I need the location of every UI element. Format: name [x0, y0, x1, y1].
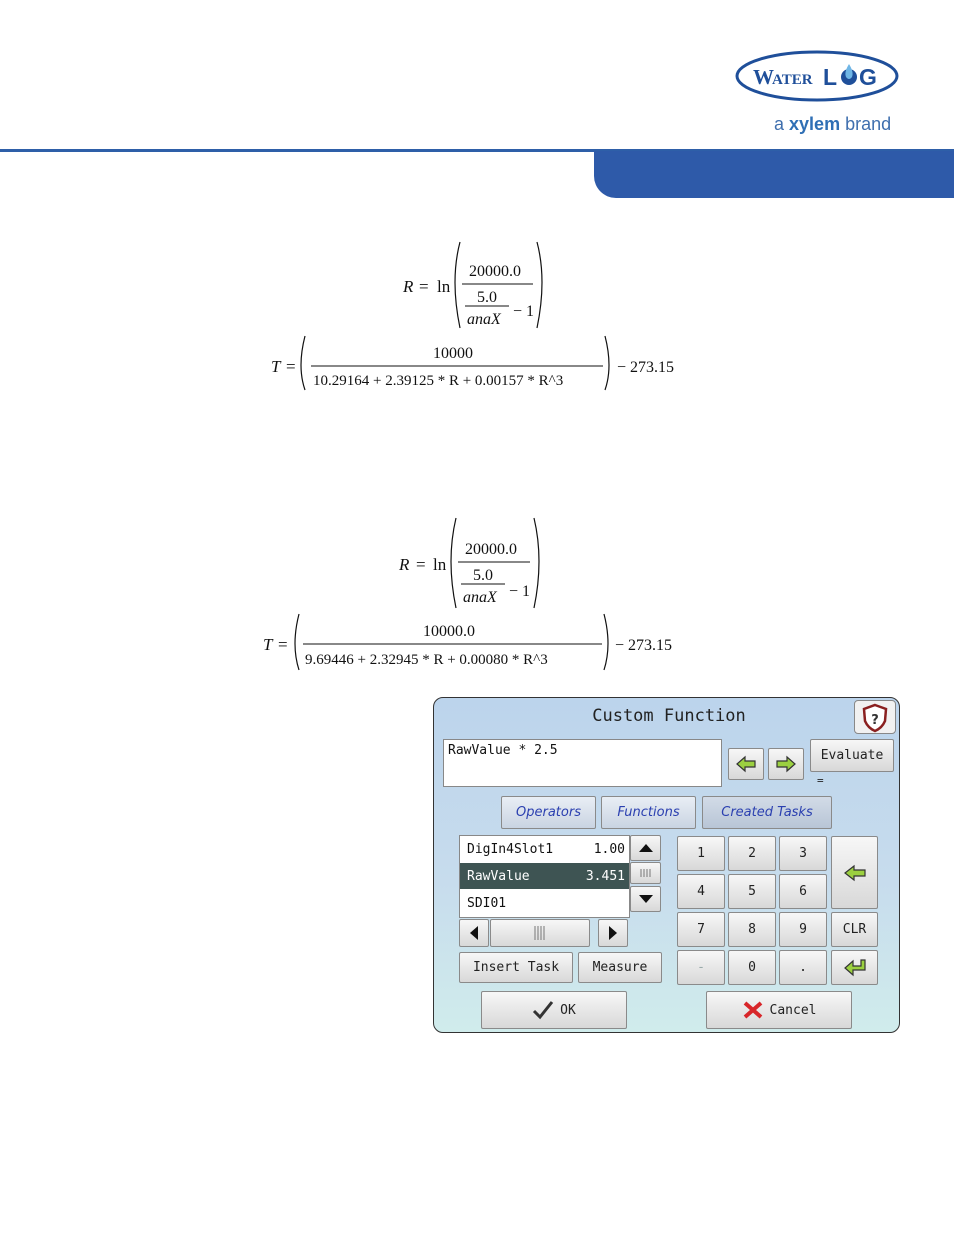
triangle-left-icon	[470, 926, 478, 940]
formula-2: R = ln 20000.0 5.0 anaX − 1 T = 10000.0 …	[263, 517, 672, 671]
list-item[interactable]: SDI01	[460, 890, 629, 916]
header-rule	[0, 149, 954, 152]
backspace-button[interactable]	[831, 836, 878, 909]
enter-button[interactable]	[831, 950, 878, 985]
f1-eq: =	[419, 277, 429, 296]
list-item-value: 3.451	[585, 868, 625, 884]
tab-created-tasks[interactable]: Created Tasks	[702, 796, 832, 829]
custom-function-dialog: Custom Function ? RawValue * 2.5 Evaluat…	[433, 697, 900, 1033]
key-2[interactable]: 2	[728, 836, 776, 871]
grip-icon	[534, 926, 545, 940]
list-item[interactable]: DigIn4Slot1 1.00	[460, 836, 629, 862]
f1-num: 20000.0	[469, 263, 521, 280]
triangle-right-icon	[609, 926, 617, 940]
f1-t-den: 10.29164 + 2.39125 * R + 0.00157 * R^3	[313, 373, 563, 389]
f2-t-num: 10000.0	[423, 623, 475, 640]
header-tab	[594, 151, 954, 198]
help-icon: ?	[862, 703, 888, 733]
f1-r-lhs: R	[402, 277, 414, 296]
key-6[interactable]: 6	[779, 874, 827, 909]
list-item-value: 1.00	[593, 841, 625, 857]
tab-operators[interactable]: Operators	[501, 796, 596, 829]
grip-icon	[640, 869, 650, 877]
svg-text:?: ?	[871, 713, 879, 728]
f2-eq: =	[416, 555, 426, 574]
f2-t-tail: − 273.15	[615, 637, 672, 654]
f2-eq2: =	[278, 635, 288, 654]
f1-eq2: =	[286, 357, 296, 376]
key-8[interactable]: 8	[728, 912, 776, 947]
list-item-name: RawValue	[467, 868, 530, 884]
checkmark-icon	[533, 1001, 554, 1020]
horizontal-scroll-thumb[interactable]	[490, 919, 590, 947]
cursor-right-button[interactable]	[768, 748, 804, 780]
key-1[interactable]: 1	[677, 836, 725, 871]
expression-field[interactable]: RawValue * 2.5	[443, 739, 722, 787]
f2-inner-den: anaX	[463, 589, 498, 606]
tab-functions[interactable]: Functions	[601, 796, 696, 829]
scroll-down-button[interactable]	[630, 886, 661, 912]
f1-t-num: 10000	[433, 345, 473, 362]
list-item-selected[interactable]: RawValue 3.451	[460, 863, 629, 889]
cancel-button[interactable]: Cancel	[706, 991, 852, 1029]
triangle-up-icon	[638, 844, 653, 852]
f2-minus-one: − 1	[509, 583, 530, 600]
key-0[interactable]: 0	[728, 950, 776, 985]
svg-text:G: G	[859, 64, 877, 90]
evaluate-button[interactable]: Evaluate	[810, 739, 894, 772]
backspace-icon	[843, 864, 866, 881]
f2-num: 20000.0	[465, 541, 517, 558]
f2-r-lhs: R	[398, 555, 410, 574]
key-7[interactable]: 7	[677, 912, 725, 947]
f2-inner-num: 5.0	[473, 567, 493, 584]
cancel-label: Cancel	[769, 1002, 817, 1018]
f2-ln: ln	[433, 555, 447, 574]
f2-t-lhs: T	[263, 635, 274, 654]
f1-minus-one: − 1	[513, 303, 534, 320]
key-decimal[interactable]: .	[779, 950, 827, 985]
enter-icon	[843, 958, 866, 976]
f1-inner-den: anaX	[467, 311, 502, 328]
scroll-up-button[interactable]	[630, 835, 661, 861]
key-5[interactable]: 5	[728, 874, 776, 909]
key-3[interactable]: 3	[779, 836, 827, 871]
triangle-down-icon	[638, 895, 653, 903]
clear-button[interactable]: CLR	[831, 912, 878, 947]
formula-1: R = ln 20000.0 5.0 anaX − 1 T = 10000 10…	[271, 241, 674, 391]
svg-text:L: L	[823, 64, 837, 90]
help-button[interactable]: ?	[854, 700, 896, 734]
f1-ln: ln	[437, 277, 451, 296]
evaluate-result: =	[817, 774, 824, 787]
brand-tagline: a xylem brand	[774, 114, 892, 134]
waterlog-logo: W ATER L G	[735, 50, 899, 102]
svg-text:W: W	[753, 65, 774, 89]
key-4[interactable]: 4	[677, 874, 725, 909]
close-icon	[743, 1001, 762, 1019]
key-9[interactable]: 9	[779, 912, 827, 947]
insert-task-button[interactable]: Insert Task	[459, 952, 573, 983]
arrow-right-icon	[776, 755, 796, 773]
key-minus[interactable]: -	[677, 950, 725, 985]
f1-t-tail: − 273.15	[617, 359, 674, 376]
cursor-left-button[interactable]	[728, 748, 764, 780]
ok-label: OK	[560, 1002, 576, 1018]
list-item-name: SDI01	[467, 895, 507, 911]
dialog-title: Custom Function	[592, 706, 746, 726]
measure-button[interactable]: Measure	[578, 952, 662, 983]
ok-button[interactable]: OK	[481, 991, 627, 1029]
scroll-left-button[interactable]	[459, 919, 489, 947]
scroll-right-button[interactable]	[598, 919, 628, 947]
f1-t-lhs: T	[271, 357, 282, 376]
arrow-left-icon	[736, 755, 756, 773]
list-item-name: DigIn4Slot1	[467, 841, 554, 857]
f1-inner-num: 5.0	[477, 289, 497, 306]
svg-text:ATER: ATER	[772, 72, 813, 88]
vertical-scroll-thumb[interactable]	[630, 862, 661, 884]
f2-t-den: 9.69446 + 2.32945 * R + 0.00080 * R^3	[305, 652, 548, 668]
task-list: DigIn4Slot1 1.00 RawValue 3.451 SDI01	[459, 835, 630, 918]
